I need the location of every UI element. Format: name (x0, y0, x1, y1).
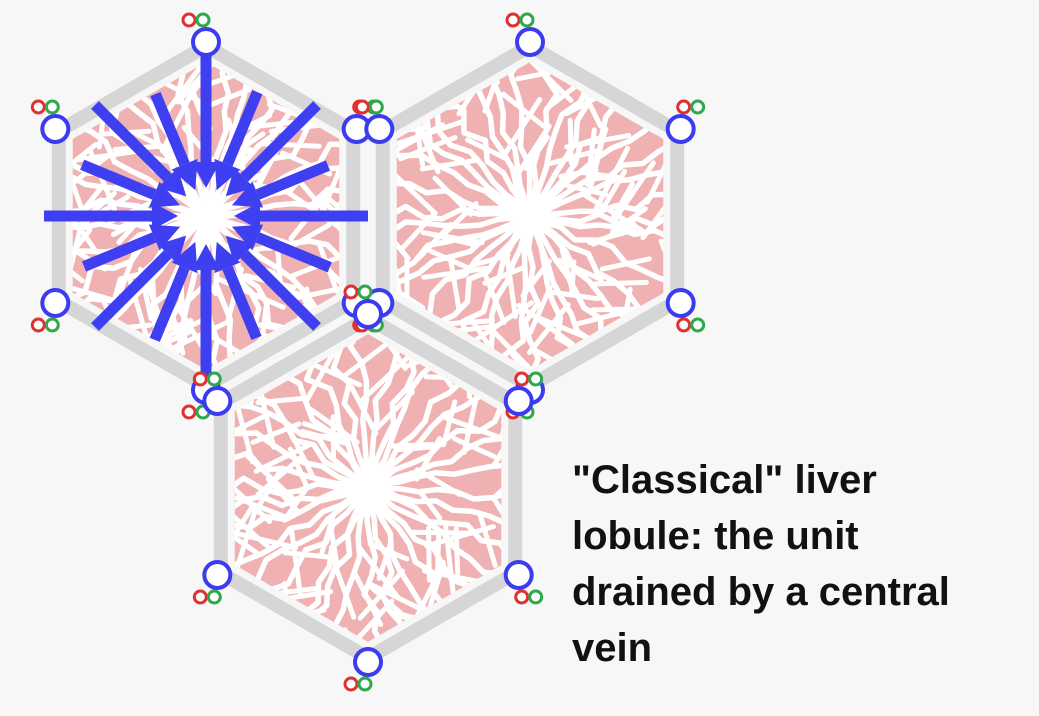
portal-vein (515, 27, 545, 57)
arrow-14 (150, 91, 198, 191)
bile-duct (519, 12, 535, 28)
central-vein (193, 203, 219, 229)
portal-vein (40, 288, 71, 318)
portal-vein (353, 647, 383, 677)
portal-vein (40, 114, 71, 144)
hepatic-artery (181, 12, 197, 28)
portal-vein (503, 560, 534, 590)
portal-triad-17 (192, 560, 233, 605)
portal-vein (665, 288, 696, 318)
bile-duct (368, 99, 384, 115)
caption-line-4: vein (572, 626, 653, 670)
arrow-9 (231, 224, 332, 273)
portal-vein (665, 114, 696, 144)
hepatic-artery (514, 371, 530, 387)
bile-duct (528, 371, 544, 387)
portal-triad-7 (505, 12, 545, 57)
arrow-12 (81, 224, 181, 272)
portal-vein (353, 299, 383, 329)
hepatic-artery (192, 371, 208, 387)
portal-vein (202, 386, 233, 416)
portal-triad-1 (181, 12, 221, 57)
arrow-5 (44, 202, 178, 230)
bile-duct (357, 284, 373, 300)
portal-triad-13 (343, 284, 383, 329)
arrows-layer (44, 54, 368, 378)
bile-duct (528, 589, 544, 605)
arrow-13 (80, 159, 181, 208)
lobule-2 (375, 39, 685, 393)
arrow-1 (234, 202, 368, 230)
portal-triad-14 (503, 371, 544, 416)
arrow-10 (214, 241, 262, 341)
arrow-7 (192, 54, 220, 188)
caption-line-3: drained by a central (572, 570, 950, 614)
bile-duct (690, 99, 706, 115)
hepatic-artery (181, 404, 197, 420)
portal-vein (364, 114, 395, 144)
portal-triad-12 (354, 99, 395, 144)
portal-vein (503, 386, 534, 416)
caption-line-2: lobule: the unit (572, 514, 859, 558)
portal-triad-8 (665, 99, 706, 144)
portal-triads-layer (30, 12, 706, 692)
portal-triad-9 (665, 288, 706, 333)
arrow-15 (214, 90, 263, 191)
portal-triad-18 (192, 371, 233, 416)
portal-vein (191, 27, 221, 57)
caption: "Classical" liver lobule: the unit drain… (572, 452, 1032, 676)
hepatic-artery (343, 676, 359, 692)
hepatic-artery (30, 317, 46, 333)
hepatic-artery (505, 12, 521, 28)
hepatic-artery (676, 317, 692, 333)
portal-vein (202, 560, 233, 590)
hepatic-artery (354, 99, 370, 115)
portal-triad-16 (343, 647, 383, 692)
portal-triad-15 (503, 560, 544, 605)
hepatic-artery (343, 284, 359, 300)
bile-duct (44, 317, 60, 333)
bile-duct (357, 676, 373, 692)
hepatic-artery (514, 589, 530, 605)
hepatic-artery (30, 99, 46, 115)
bile-duct (690, 317, 706, 333)
hepatic-artery (192, 589, 208, 605)
arrow-11 (149, 241, 198, 342)
central-vein (517, 203, 543, 229)
bile-duct (44, 99, 60, 115)
bile-duct (195, 12, 211, 28)
arrow-16 (231, 160, 331, 208)
central-vein (355, 475, 381, 501)
portal-triad-6 (30, 99, 71, 144)
portal-triad-5 (30, 288, 71, 333)
bile-duct (206, 371, 222, 387)
caption-line-1: "Classical" liver (572, 458, 877, 502)
bile-duct (206, 589, 222, 605)
arrow-3 (192, 244, 220, 378)
hepatic-artery (676, 99, 692, 115)
